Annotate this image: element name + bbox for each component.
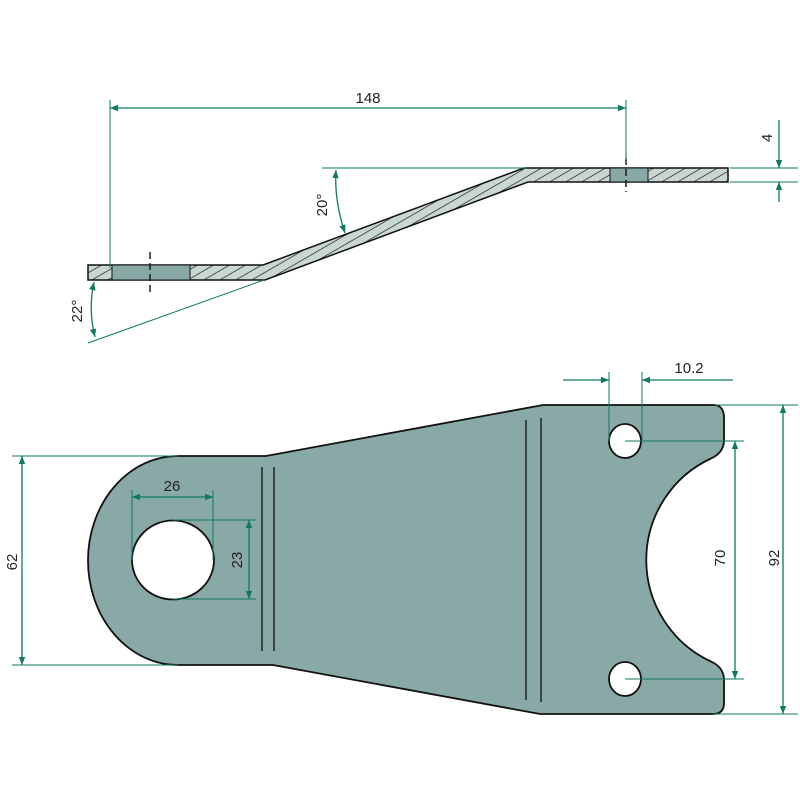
- dimension-label-70: 70: [712, 550, 729, 567]
- angle-arc-22: [89, 281, 97, 338]
- dimension-label-148: 148: [355, 90, 380, 107]
- dimension-label-4: 4: [759, 134, 776, 142]
- dimension-label-23: 23: [229, 552, 246, 569]
- side-view: 148 4 20° 22°: [69, 90, 798, 344]
- side-hole-section-left: [111, 264, 191, 281]
- angle-arc-20: [332, 169, 346, 234]
- plan-view: 62 26 23 10.2 70 92: [4, 360, 798, 715]
- angle-label-22: 22°: [69, 300, 86, 323]
- dimension-label-26: 26: [164, 478, 181, 495]
- angle-reference-line: [87, 279, 265, 344]
- dimension-label-92: 92: [766, 550, 783, 567]
- dimension-label-10-2: 10.2: [674, 360, 703, 377]
- side-section-profile: [87, 167, 729, 281]
- dimension-label-62: 62: [4, 554, 21, 571]
- angle-label-20: 20°: [314, 194, 331, 217]
- plate-outline: [87, 404, 725, 715]
- side-hole-section-right: [609, 167, 649, 183]
